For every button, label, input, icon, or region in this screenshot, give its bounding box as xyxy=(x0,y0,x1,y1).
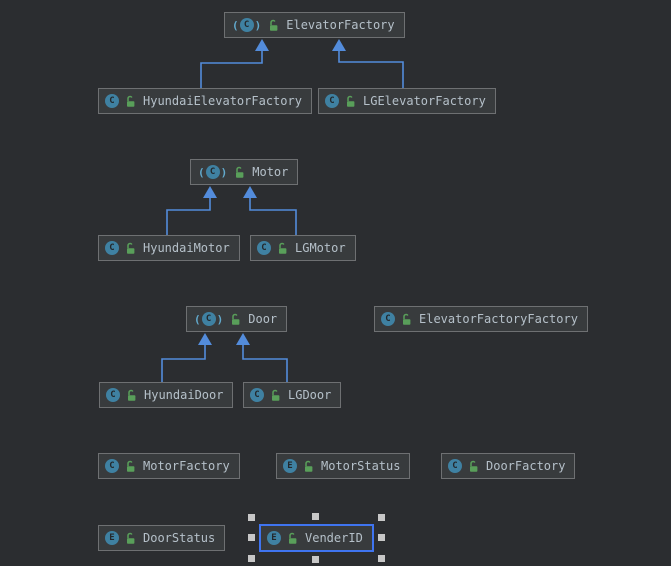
selection-handle-e[interactable] xyxy=(377,534,385,541)
enum-icon: E xyxy=(283,459,297,473)
selection-handle-ne[interactable] xyxy=(377,514,385,521)
open-lock-icon xyxy=(400,313,412,326)
class-node-LGMotor[interactable]: C LGMotor xyxy=(250,235,356,261)
class-name-label: LGDoor xyxy=(288,388,332,402)
selection-handle-sw[interactable] xyxy=(248,555,255,562)
class-node-LGDoor[interactable]: C LGDoor xyxy=(243,382,342,408)
class-name-label: ElevatorFactory xyxy=(286,18,395,32)
class-node-Motor[interactable]: (C) Motor xyxy=(190,159,299,185)
class-node-ElevatorFactory[interactable]: (C) ElevatorFactory xyxy=(224,12,405,38)
selection-handle-s[interactable] xyxy=(312,556,320,563)
open-lock-icon xyxy=(276,242,288,255)
class-icon: C xyxy=(250,388,264,402)
class-name-label: MotorStatus xyxy=(321,459,401,473)
class-name-label: VenderID xyxy=(305,531,363,545)
enum-icon: E xyxy=(105,531,119,545)
open-lock-icon xyxy=(344,95,356,108)
open-lock-icon xyxy=(302,460,314,473)
inheritance-edge-LGDoor-to-Door xyxy=(242,344,288,382)
class-node-DoorFactory[interactable]: C DoorFactory xyxy=(441,453,576,479)
open-lock-icon xyxy=(267,19,279,32)
selection-handle-n[interactable] xyxy=(312,513,320,520)
inheritance-edge-LGMotor-to-Motor xyxy=(249,197,297,235)
inheritance-arrowhead-LGMotor-to-Motor xyxy=(243,186,257,198)
class-icon: C xyxy=(448,459,462,473)
abstract-class-icon: (C) xyxy=(232,18,262,32)
class-name-label: LGMotor xyxy=(295,241,346,255)
class-node-MotorStatus[interactable]: E MotorStatus xyxy=(276,453,411,479)
open-lock-icon xyxy=(124,532,136,545)
open-lock-icon xyxy=(233,166,245,179)
class-name-label: HyundaiMotor xyxy=(143,241,230,255)
class-node-MotorFactory[interactable]: C MotorFactory xyxy=(98,453,240,479)
open-lock-icon xyxy=(286,532,298,545)
inheritance-arrowhead-HyundaiElevatorFactory-to-ElevatorFactory xyxy=(255,39,269,51)
class-name-label: Motor xyxy=(252,165,289,179)
class-node-HyundaiMotor[interactable]: C HyundaiMotor xyxy=(98,235,240,261)
class-name-label: HyundaiDoor xyxy=(144,388,224,402)
open-lock-icon xyxy=(467,460,479,473)
class-icon: C xyxy=(105,94,119,108)
class-icon: C xyxy=(325,94,339,108)
class-node-Door[interactable]: (C) Door xyxy=(186,306,288,332)
class-node-HyundaiDoor[interactable]: C HyundaiDoor xyxy=(99,382,234,408)
class-node-HyundaiElevatorFactory[interactable]: C HyundaiElevatorFactory xyxy=(98,88,312,114)
class-node-VenderID[interactable]: E VenderID xyxy=(248,513,385,563)
inheritance-edge-HyundaiElevatorFactory-to-ElevatorFactory xyxy=(200,50,263,88)
inheritance-edge-LGElevatorFactory-to-ElevatorFactory xyxy=(338,50,404,88)
inheritance-arrowhead-HyundaiDoor-to-Door xyxy=(198,333,212,345)
inheritance-edge-HyundaiMotor-to-Motor xyxy=(166,197,211,235)
open-lock-icon xyxy=(124,95,136,108)
enum-icon: E xyxy=(267,531,281,545)
selection-handle-nw[interactable] xyxy=(248,514,255,521)
abstract-class-icon: (C) xyxy=(198,165,228,179)
open-lock-icon xyxy=(125,389,137,402)
abstract-class-icon: (C) xyxy=(194,312,224,326)
class-name-label: HyundaiElevatorFactory xyxy=(143,94,302,108)
class-node-ElevatorFactoryFactory[interactable]: C ElevatorFactoryFactory xyxy=(374,306,588,332)
class-name-label: DoorFactory xyxy=(486,459,566,473)
class-icon: C xyxy=(106,388,120,402)
class-name-label: Door xyxy=(248,312,278,326)
selection-handle-se[interactable] xyxy=(377,555,385,562)
class-icon: C xyxy=(105,459,119,473)
class-icon: C xyxy=(381,312,395,326)
open-lock-icon xyxy=(124,460,136,473)
selection-handle-w[interactable] xyxy=(248,534,255,541)
inheritance-arrowhead-HyundaiMotor-to-Motor xyxy=(203,186,217,198)
open-lock-icon xyxy=(269,389,281,402)
class-name-label: DoorStatus xyxy=(143,531,216,545)
class-node-LGElevatorFactory[interactable]: C LGElevatorFactory xyxy=(318,88,496,114)
class-name-label: ElevatorFactoryFactory xyxy=(419,312,578,326)
class-name-label: LGElevatorFactory xyxy=(363,94,486,108)
class-icon: C xyxy=(105,241,119,255)
class-icon: C xyxy=(257,241,271,255)
inheritance-arrowhead-LGElevatorFactory-to-ElevatorFactory xyxy=(332,39,346,51)
class-node-DoorStatus[interactable]: E DoorStatus xyxy=(98,525,226,551)
open-lock-icon xyxy=(124,242,136,255)
inheritance-edge-HyundaiDoor-to-Door xyxy=(161,344,206,382)
open-lock-icon xyxy=(229,313,241,326)
inheritance-arrowhead-LGDoor-to-Door xyxy=(236,333,250,345)
class-name-label: MotorFactory xyxy=(143,459,230,473)
